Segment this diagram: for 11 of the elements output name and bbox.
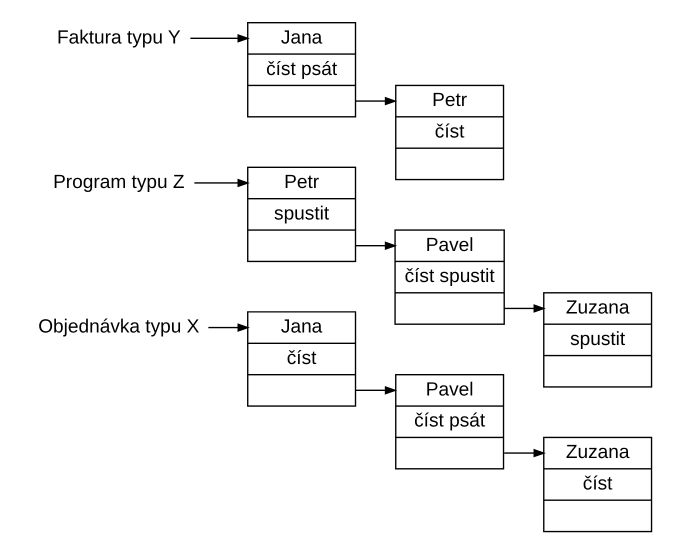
node-text: Objednávka typu X <box>38 316 200 338</box>
arrow <box>504 304 546 313</box>
arrow <box>190 34 250 43</box>
arrow <box>504 448 546 458</box>
arrow <box>208 323 250 332</box>
arrow <box>356 96 398 106</box>
arrow <box>356 386 398 395</box>
arrow <box>194 178 250 188</box>
node-text: Program typu Z <box>53 172 185 194</box>
node-text: Faktura typu Y <box>56 27 181 48</box>
arrow <box>356 241 398 250</box>
